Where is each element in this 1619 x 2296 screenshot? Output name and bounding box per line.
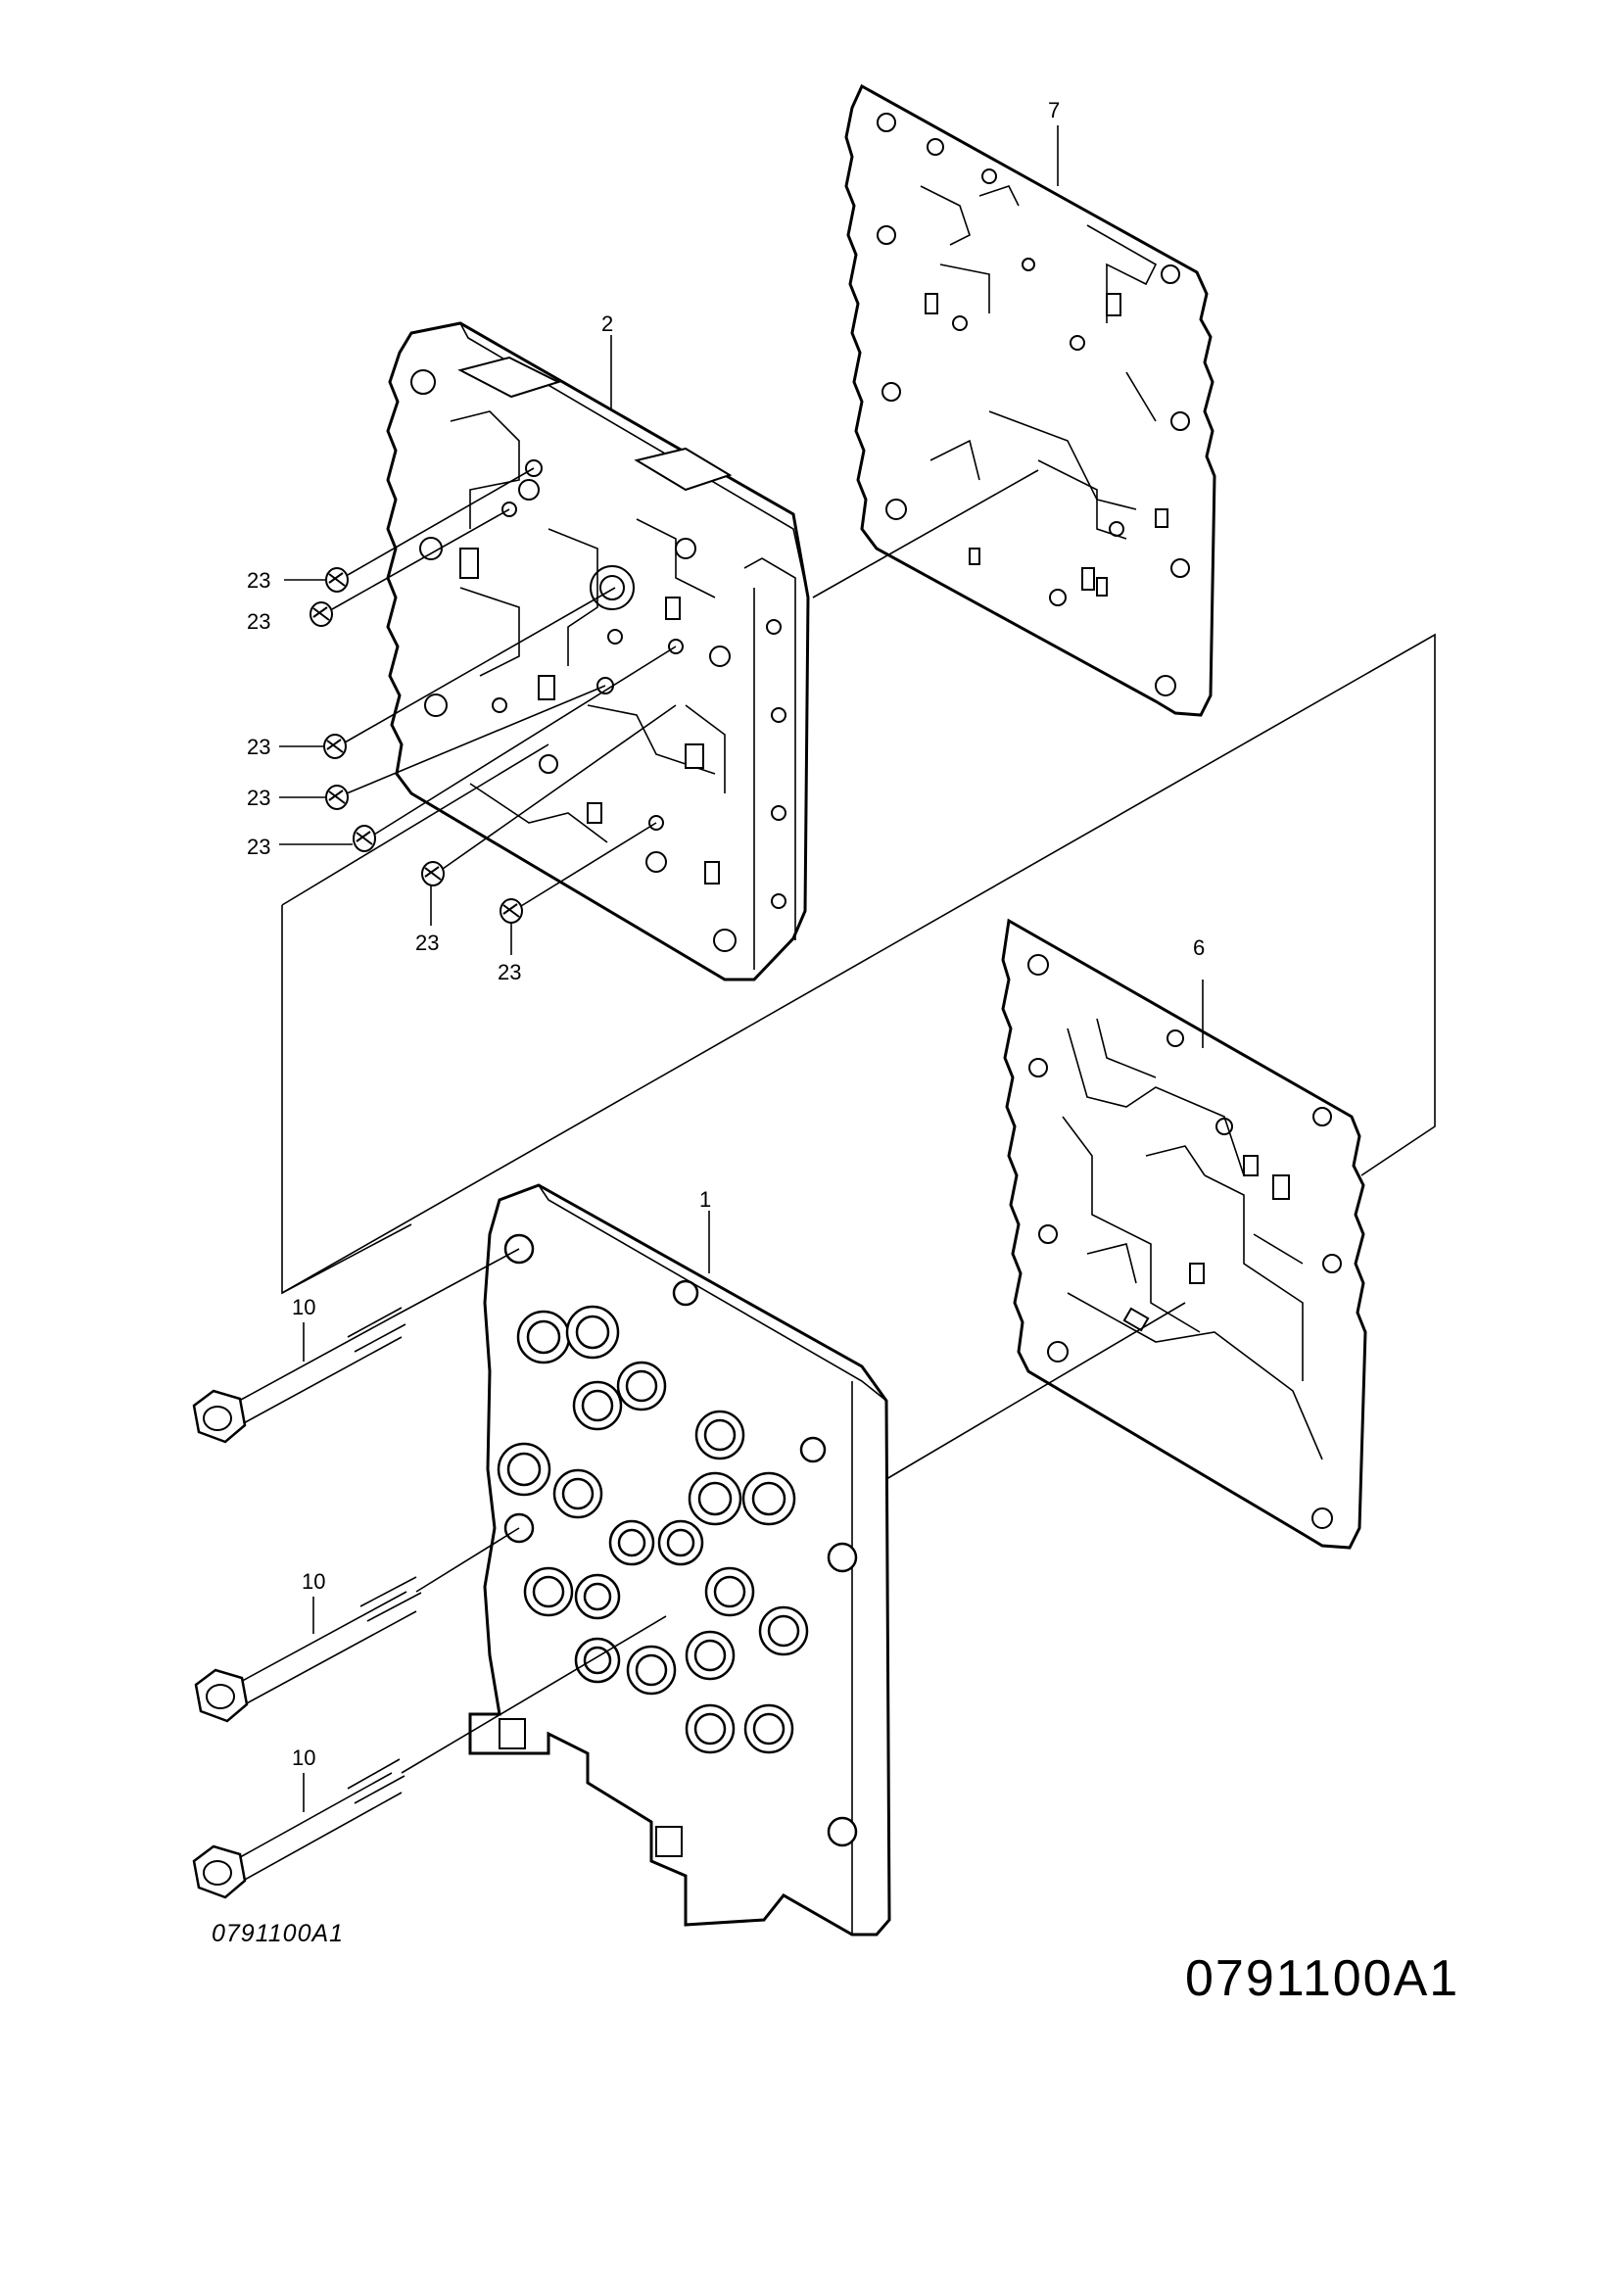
bolt-10-top: [192, 1307, 406, 1444]
callout-10-top: 10: [292, 1295, 315, 1319]
callout-10-middle: 10: [302, 1569, 325, 1594]
callout-23-g: 23: [498, 960, 521, 984]
bolt-10-middle: [194, 1576, 422, 1723]
drawing-reference-large: 0791100A1: [1185, 1950, 1460, 2007]
callout-23-d: 23: [247, 786, 270, 810]
bolt-10-bottom: [192, 1758, 405, 1899]
callout-2: 2: [601, 311, 613, 336]
callout-10-bottom: 10: [292, 1746, 315, 1770]
callout-7: 7: [1048, 98, 1060, 122]
callout-1: 1: [699, 1187, 711, 1212]
housing-ports: [497, 1305, 809, 1754]
drawing-reference-small: 0791100A1: [212, 1920, 345, 1947]
callout-23-e: 23: [247, 835, 270, 859]
separator-plate-6: [1001, 918, 1367, 1550]
valve-body-2: [386, 321, 810, 981]
callout-23-c: 23: [247, 735, 270, 759]
callout-6: 6: [1193, 935, 1205, 960]
leader-lines: [279, 125, 1436, 1812]
main-housing-1: [468, 1183, 891, 1937]
screen-filters-23: [310, 567, 523, 924]
separator-plate-7: [844, 83, 1216, 717]
callout-23-f: 23: [415, 931, 439, 955]
callout-23-b: 23: [247, 609, 270, 634]
callout-23-a: 23: [247, 568, 270, 593]
